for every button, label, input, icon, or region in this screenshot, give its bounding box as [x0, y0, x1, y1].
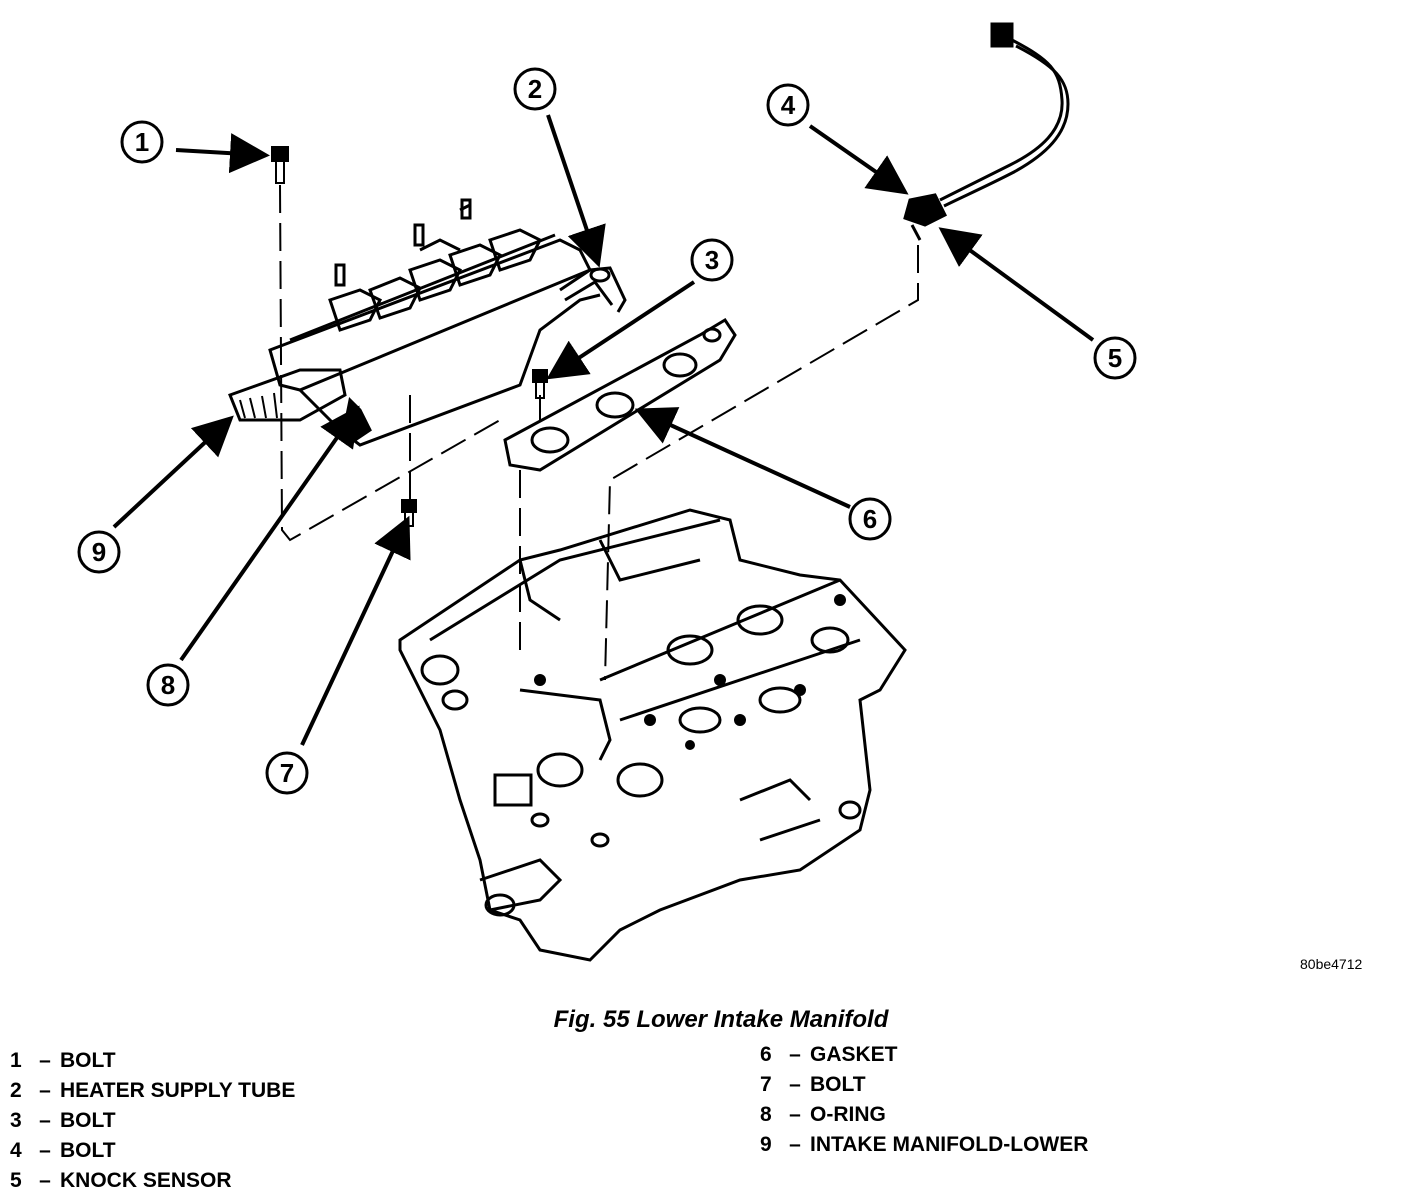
legend-separator: –	[789, 1103, 801, 1126]
legend-item: 5–KNOCK SENSOR	[10, 1166, 295, 1196]
callout-number: 1	[135, 127, 149, 157]
callout-3: 3	[690, 238, 734, 282]
intake-manifold-drawing	[228, 198, 601, 447]
legend-separator: –	[789, 1073, 801, 1096]
callout-number: 4	[781, 90, 796, 120]
callout-number: 9	[92, 537, 106, 567]
callout-number: 2	[528, 74, 542, 104]
legend-part: BOLT	[60, 1109, 116, 1132]
legend-separator: –	[39, 1169, 51, 1192]
engine-block-bolts	[534, 594, 846, 750]
legend-separator: –	[789, 1133, 801, 1156]
engine-block-drawing	[398, 508, 907, 962]
parts-legend-left: 1–BOLT 2–HEATER SUPPLY TUBE 3–BOLT 4–BOL…	[10, 1046, 295, 1196]
gasket-drawing	[503, 317, 737, 472]
legend-separator: –	[39, 1049, 51, 1072]
callout-9: 9	[77, 530, 121, 574]
callout-2: 2	[513, 67, 557, 111]
callout-5: 5	[1093, 336, 1137, 380]
legend-number: 1	[10, 1049, 22, 1072]
figure-code: 80be4712	[1300, 956, 1363, 972]
legend-item: 3–BOLT	[10, 1106, 295, 1136]
legend-number: 4	[10, 1139, 22, 1162]
legend-part: BOLT	[60, 1139, 116, 1162]
parts-legend-right: 6–GASKET 7–BOLT 8–O-RING 9–INTAKE MANIFO…	[760, 1040, 1088, 1160]
legend-item: 2–HEATER SUPPLY TUBE	[10, 1076, 295, 1106]
callout-8: 8	[146, 663, 190, 707]
legend-part: GASKET	[810, 1043, 898, 1066]
legend-number: 7	[760, 1073, 772, 1096]
legend-part: KNOCK SENSOR	[60, 1169, 232, 1192]
callout-4: 4	[766, 83, 810, 127]
figure-caption: Fig. 55 Lower Intake Manifold	[553, 1006, 889, 1033]
leader-arrow-6	[634, 407, 851, 509]
legend-separator: –	[39, 1079, 51, 1102]
legend-number: 2	[10, 1079, 22, 1102]
leader-arrow-7	[300, 515, 411, 746]
legend-part: INTAKE MANIFOLD-LOWER	[810, 1133, 1089, 1156]
callout-1: 1	[120, 120, 164, 164]
legend-item: 6–GASKET	[760, 1040, 1088, 1070]
legend-part: O-RING	[810, 1103, 886, 1126]
callout-number: 6	[863, 504, 877, 534]
legend-item: 1–BOLT	[10, 1046, 295, 1076]
callout-7: 7	[265, 751, 309, 795]
leader-arrow-1	[175, 133, 270, 174]
leader-arrow-2	[546, 114, 606, 268]
callout-6: 6	[848, 497, 892, 541]
legend-number: 5	[10, 1169, 22, 1192]
knock-sensor-drawing	[903, 22, 1070, 241]
exploded-parts-diagram: 1 2 3 4 5 6 7 8 9	[77, 22, 1137, 962]
legend-part: BOLT	[810, 1073, 866, 1096]
legend-item: 4–BOLT	[10, 1136, 295, 1166]
legend-separator: –	[39, 1109, 51, 1132]
leader-arrow-5	[938, 227, 1095, 342]
legend-separator: –	[789, 1043, 801, 1066]
legend-separator: –	[39, 1139, 51, 1162]
callout-number: 8	[161, 670, 175, 700]
legend-number: 3	[10, 1109, 22, 1132]
heater-supply-tube-drawing	[559, 266, 627, 313]
leader-arrow-4	[808, 124, 909, 195]
callout-number: 7	[280, 758, 294, 788]
legend-item: 7–BOLT	[760, 1070, 1088, 1100]
callout-number: 5	[1108, 343, 1122, 373]
leader-arrow-9	[112, 415, 234, 529]
legend-item: 9–INTAKE MANIFOLD-LOWER	[760, 1130, 1088, 1160]
legend-part: BOLT	[60, 1049, 116, 1072]
legend-number: 6	[760, 1043, 772, 1066]
legend-number: 9	[760, 1133, 772, 1156]
legend-number: 8	[760, 1103, 772, 1126]
leader-arrow-3	[546, 280, 696, 380]
leader-arrows	[112, 114, 1095, 746]
callout-number: 3	[705, 245, 719, 275]
legend-part: HEATER SUPPLY TUBE	[60, 1079, 296, 1102]
leader-arrow-8	[179, 405, 360, 662]
legend-item: 8–O-RING	[760, 1100, 1088, 1130]
